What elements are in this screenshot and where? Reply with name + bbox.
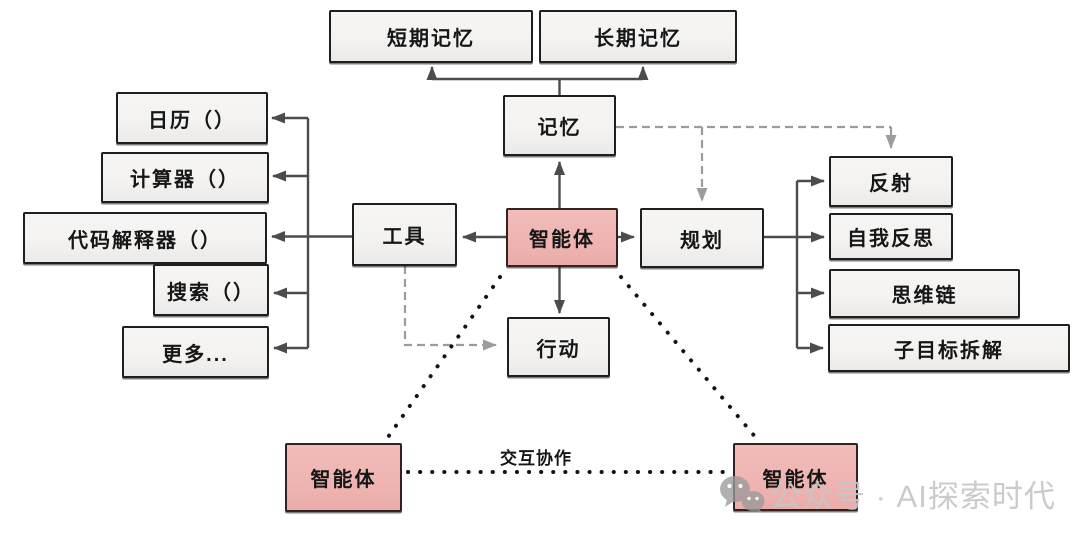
node-reflection: 反射 — [829, 156, 953, 207]
node-code-interpreter: 代码解释器（） — [23, 212, 267, 264]
arrows-planning-to-strategies — [764, 175, 825, 354]
watermark-text: 公众号 · AI探索时代 — [770, 479, 1056, 514]
node-label: 智能体 — [529, 229, 595, 251]
node-label: 计算器（） — [130, 169, 240, 191]
node-memory: 记忆 — [503, 95, 616, 156]
node-action: 行动 — [507, 317, 610, 377]
node-label: 短期记忆 — [387, 28, 475, 50]
node-label: 搜索（） — [167, 281, 255, 304]
dotted-line-agent-to-right-agent — [619, 275, 759, 441]
node-label: 反射 — [869, 173, 913, 195]
node-label: 日历（） — [148, 109, 236, 132]
node-label: 智能体 — [310, 469, 377, 491]
arrows-tools-to-tool-list — [271, 112, 352, 354]
node-label: 工具 — [382, 226, 427, 248]
wechat-icon — [720, 475, 765, 513]
dashed-arrow-memory-to-planning-and-reflection — [616, 125, 897, 202]
node-label: 长期记忆 — [594, 28, 682, 50]
node-label: 规划 — [680, 229, 724, 252]
node-label: 更多... — [162, 343, 229, 366]
dotted-line-agent-to-left-agent — [384, 275, 502, 442]
node-label: 代码解释器（） — [68, 229, 222, 252]
node-self-reflection: 自我反思 — [829, 213, 953, 260]
node-agent-center: 智能体 — [506, 208, 618, 267]
node-tools: 工具 — [352, 203, 457, 266]
node-calendar: 日历（） — [116, 92, 268, 144]
node-agent-left: 智能体 — [285, 443, 402, 512]
node-agent-right: 智能体 — [733, 443, 858, 511]
node-more: 更多... — [122, 326, 269, 378]
watermark: 公众号 · AI探索时代 — [718, 471, 1056, 516]
node-calculator: 计算器（） — [101, 152, 269, 203]
node-short-term-memory: 短期记忆 — [329, 10, 533, 63]
node-long-term-memory: 长期记忆 — [539, 10, 737, 63]
collaboration-label: 交互协作 — [500, 449, 572, 468]
node-subgoal-decomposition: 子目标拆解 — [828, 324, 1070, 372]
node-label: 思维链 — [891, 285, 958, 307]
node-label: 子目标拆解 — [894, 339, 1004, 362]
node-label: 记忆 — [537, 117, 582, 139]
node-planning: 规划 — [640, 208, 764, 268]
node-label: 智能体 — [762, 468, 829, 491]
dashed-arrow-tools-to-action — [403, 266, 497, 351]
node-chain-of-thought: 思维链 — [829, 269, 1020, 318]
node-label: 行动 — [536, 338, 581, 361]
node-search: 搜索（） — [153, 264, 269, 316]
arrow-memory-to-term-memories — [426, 66, 649, 95]
node-label: 自我反思 — [847, 228, 935, 250]
